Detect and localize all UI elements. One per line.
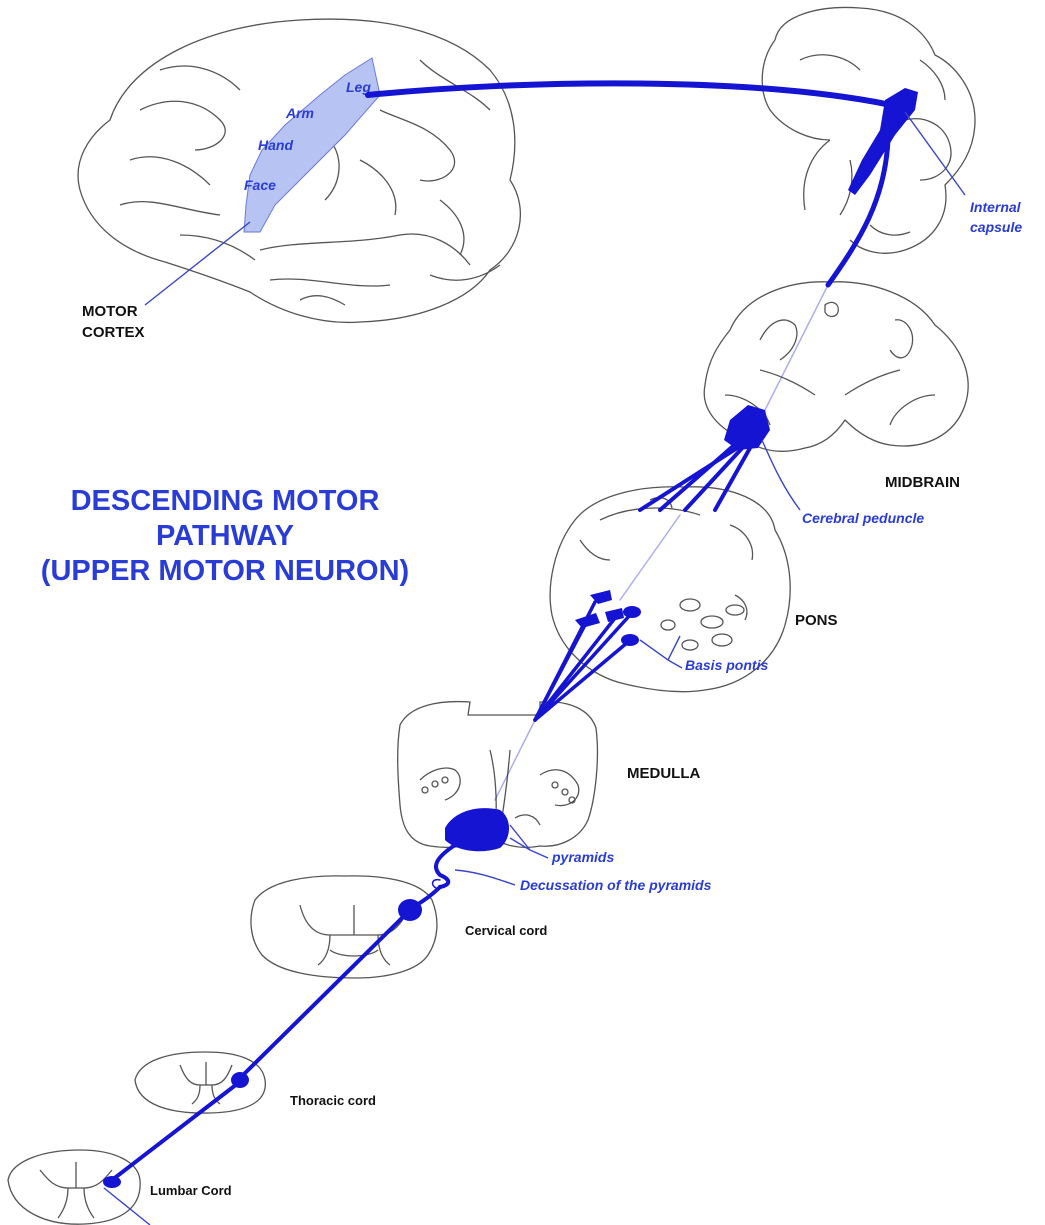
homunculus-hand-label: Hand — [258, 137, 293, 153]
decussation-label: Decussation of the pyramids — [520, 877, 712, 893]
decussation-leader — [455, 870, 515, 885]
lumbar-tract-dot — [103, 1176, 121, 1188]
cervical-cord-section — [251, 876, 437, 978]
title-line1: DESCENDING MOTOR — [71, 485, 380, 517]
medulla-label: MEDULLA — [627, 765, 700, 782]
lumbar-cord-label: Lumbar Cord — [150, 1183, 232, 1198]
cervical-cord-label: Cervical cord — [465, 923, 547, 938]
pons-label: PONS — [795, 612, 838, 629]
internal-capsule-label-line1: Internal — [970, 199, 1022, 215]
lumbar-cord-section — [8, 1150, 140, 1224]
pyramids-label: pyramids — [551, 849, 614, 865]
brain-lateral-view: Leg Arm Hand Face MOTOR CORTEX — [78, 19, 520, 341]
midbrain-label: MIDBRAIN — [885, 474, 960, 491]
motor-cortex-label-line1: MOTOR — [82, 303, 138, 320]
title-line2: PATHWAY — [156, 520, 294, 552]
cerebral-peduncle-label: Cerebral peduncle — [802, 510, 924, 526]
motor-cortex-leader — [145, 222, 250, 305]
thoracic-cord-label: Thoracic cord — [290, 1093, 376, 1108]
homunculus-arm-label: Arm — [285, 105, 314, 121]
basis-pontis-label: Basis pontis — [685, 657, 768, 673]
internal-capsule-label-line2: capsule — [970, 219, 1022, 235]
homunculus-face-label: Face — [244, 177, 276, 193]
motor-cortex-label-line2: CORTEX — [82, 324, 145, 341]
title-line3: (UPPER MOTOR NEURON) — [41, 555, 409, 587]
